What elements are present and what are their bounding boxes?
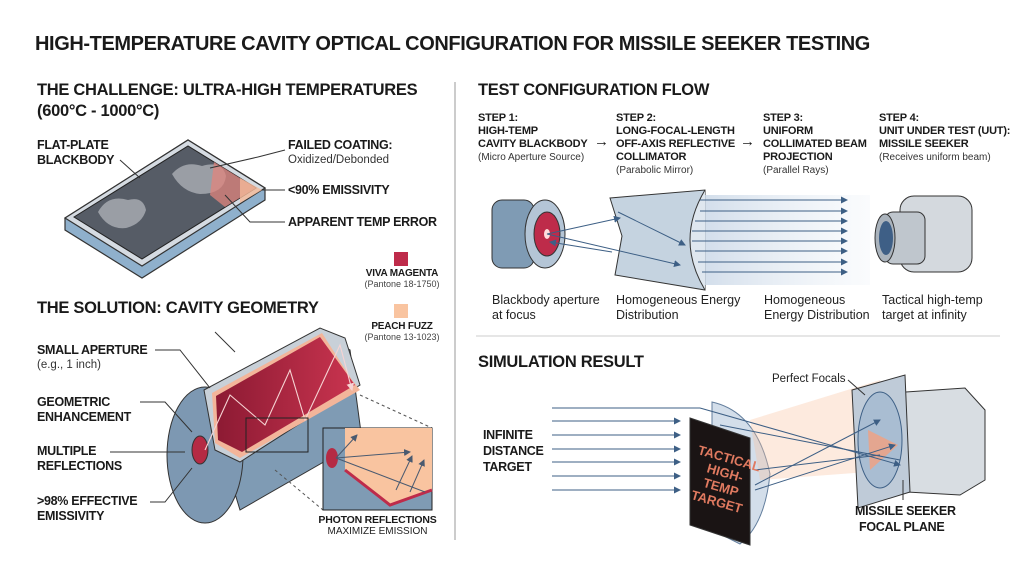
cavity-blackbody-source-illustration bbox=[491, 199, 566, 269]
step-3-caption: Homogeneous Energy Distribution bbox=[764, 293, 870, 323]
infinite-line: INFINITE bbox=[483, 428, 533, 442]
caption-line: target at infinity bbox=[882, 308, 967, 322]
step-2-caption: Homogeneous Energy Distribution bbox=[616, 293, 740, 323]
missile-seeker-illustration bbox=[874, 195, 973, 273]
failed-coating-label: FAILED COATING: bbox=[288, 138, 393, 152]
caption-line: Tactical high-temp bbox=[882, 293, 983, 307]
inset-caption-line2: MAXIMIZE EMISSION bbox=[327, 526, 428, 537]
step-3: STEP 3: UNIFORM COLLIMATED BEAM PROJECTI… bbox=[763, 112, 867, 177]
seeker-line: MISSILE SEEKER bbox=[855, 504, 956, 518]
solution-heading: THE SOLUTION: CAVITY GEOMETRY bbox=[37, 299, 319, 317]
geometric-label: GEOMETRIC ENHANCEMENT bbox=[37, 395, 131, 425]
step-title-line: COLLIMATED BEAM bbox=[763, 138, 867, 150]
aperture-sub: (e.g., 1 inch) bbox=[37, 359, 101, 371]
page-title: HIGH-TEMPERATURE CAVITY OPTICAL CONFIGUR… bbox=[35, 33, 870, 55]
aperture-label: SMALL APERTURE bbox=[37, 343, 148, 357]
flat-plate-line1: FLAT-PLATE bbox=[37, 138, 109, 152]
step-1-caption: Blackbody aperture at focus bbox=[492, 293, 600, 323]
legend-code: (Pantone 13-1023) bbox=[364, 332, 440, 342]
step-title-line: COLLIMATOR bbox=[616, 151, 687, 163]
step-title-line: LONG-FOCAL-LENGTH bbox=[616, 125, 735, 137]
step-2: STEP 2: LONG-FOCAL-LENGTH OFF-AXIS REFLE… bbox=[616, 112, 735, 177]
step-title-line: UNIFORM bbox=[763, 125, 813, 137]
caption-line: Homogeneous Energy bbox=[616, 293, 741, 307]
legend-name: PEACH FUZZ bbox=[371, 321, 433, 332]
effective-line2: EMISSIVITY bbox=[37, 509, 105, 523]
challenge-heading-line2: (600°C - 1000°C) bbox=[37, 102, 160, 120]
step-title-line: CAVITY BLACKBODY bbox=[478, 138, 588, 150]
viva-magenta-swatch bbox=[394, 252, 408, 266]
challenge-heading-line1: THE CHALLENGE: ULTRA-HIGH TEMPERATURES bbox=[37, 81, 418, 99]
caption-line: Homogeneous bbox=[764, 293, 846, 307]
step-4: STEP 4: UNIT UNDER TEST (UUT): MISSILE S… bbox=[879, 112, 1010, 164]
parallel-rays bbox=[692, 196, 848, 276]
step-1: STEP 1: HIGH-TEMP CAVITY BLACKBODY (Micr… bbox=[478, 112, 588, 164]
effective-line1: >98% EFFECTIVE bbox=[37, 494, 138, 508]
infinite-line: DISTANCE bbox=[483, 444, 544, 458]
step-sub: (Micro Aperture Source) bbox=[478, 152, 585, 163]
caption-line: Energy Distribution bbox=[764, 308, 870, 322]
multiple-line2: REFLECTIONS bbox=[37, 459, 122, 473]
infinite-target-label: INFINITE DISTANCE TARGET bbox=[483, 427, 544, 475]
flat-plate-line2: BLACKBODY bbox=[37, 153, 115, 167]
flat-plate-blackbody-illustration bbox=[63, 139, 286, 279]
step-sub: (Parabolic Mirror) bbox=[616, 165, 694, 176]
legend-name: VIVA MAGENTA bbox=[365, 268, 439, 279]
perfect-focals-label: Perfect Focals bbox=[772, 373, 846, 385]
step-sub: (Parallel Rays) bbox=[763, 165, 829, 176]
emissivity-label: <90% EMISSIVITY bbox=[288, 183, 390, 197]
caption-line: Distribution bbox=[616, 308, 679, 322]
multiple-label: MULTIPLE REFLECTIONS bbox=[37, 444, 122, 474]
temp-error-label: APPARENT TEMP ERROR bbox=[288, 215, 437, 229]
flow-heading: TEST CONFIGURATION FLOW bbox=[478, 81, 710, 99]
effective-label: >98% EFFECTIVE EMISSIVITY bbox=[37, 494, 138, 524]
step-title-line: HIGH-TEMP bbox=[478, 125, 538, 137]
off-axis-collimator-illustration bbox=[609, 189, 870, 291]
inset-caption-line1: PHOTON REFLECTIONS bbox=[318, 514, 437, 526]
legend-peach-fuzz: PEACH FUZZ (Pantone 13-1023) bbox=[360, 321, 444, 342]
step-number: STEP 1: bbox=[478, 112, 518, 124]
simulation-illustration bbox=[689, 374, 986, 546]
caption-line: Blackbody aperture bbox=[492, 293, 600, 307]
step-number: STEP 4: bbox=[879, 112, 919, 124]
multiple-line1: MULTIPLE bbox=[37, 444, 97, 458]
step-sub: (Receives uniform beam) bbox=[879, 152, 991, 163]
flow-arrow: → bbox=[594, 133, 609, 150]
seeker-focal-plane-label: MISSILE SEEKER FOCAL PLANE bbox=[855, 503, 956, 535]
step-title-line: OFF-AXIS REFLECTIVE bbox=[616, 138, 736, 150]
photon-reflection-inset bbox=[322, 427, 433, 511]
simulation-heading: SIMULATION RESULT bbox=[478, 353, 644, 371]
legend-code: (Pantone 18-1750) bbox=[364, 279, 440, 289]
step-title-line: PROJECTION bbox=[763, 151, 833, 163]
infinite-line: TARGET bbox=[483, 460, 532, 474]
legend-viva-magenta: VIVA MAGENTA (Pantone 18-1750) bbox=[360, 268, 444, 289]
seeker-line: FOCAL PLANE bbox=[859, 520, 945, 534]
step-title-line: MISSILE SEEKER bbox=[879, 138, 969, 150]
step-number: STEP 3: bbox=[763, 112, 803, 124]
challenge-heading: THE CHALLENGE: ULTRA-HIGH TEMPERATURES (… bbox=[37, 80, 418, 122]
step-number: STEP 2: bbox=[616, 112, 656, 124]
step-title-line: UNIT UNDER TEST (UUT): bbox=[879, 125, 1011, 137]
inset-caption: PHOTON REFLECTIONS MAXIMIZE EMISSION bbox=[315, 514, 440, 537]
geometric-line2: ENHANCEMENT bbox=[37, 410, 131, 424]
peach-fuzz-swatch bbox=[394, 304, 408, 318]
failed-coating-sub: Oxidized/Debonded bbox=[288, 154, 390, 166]
caption-line: at focus bbox=[492, 308, 536, 322]
step-4-caption: Tactical high-temp target at infinity bbox=[882, 293, 983, 323]
flow-arrow: → bbox=[740, 133, 755, 150]
cavity-blackbody-cutaway bbox=[166, 327, 363, 524]
geometric-line1: GEOMETRIC bbox=[37, 395, 110, 409]
flat-plate-label: FLAT-PLATE BLACKBODY bbox=[37, 138, 114, 168]
